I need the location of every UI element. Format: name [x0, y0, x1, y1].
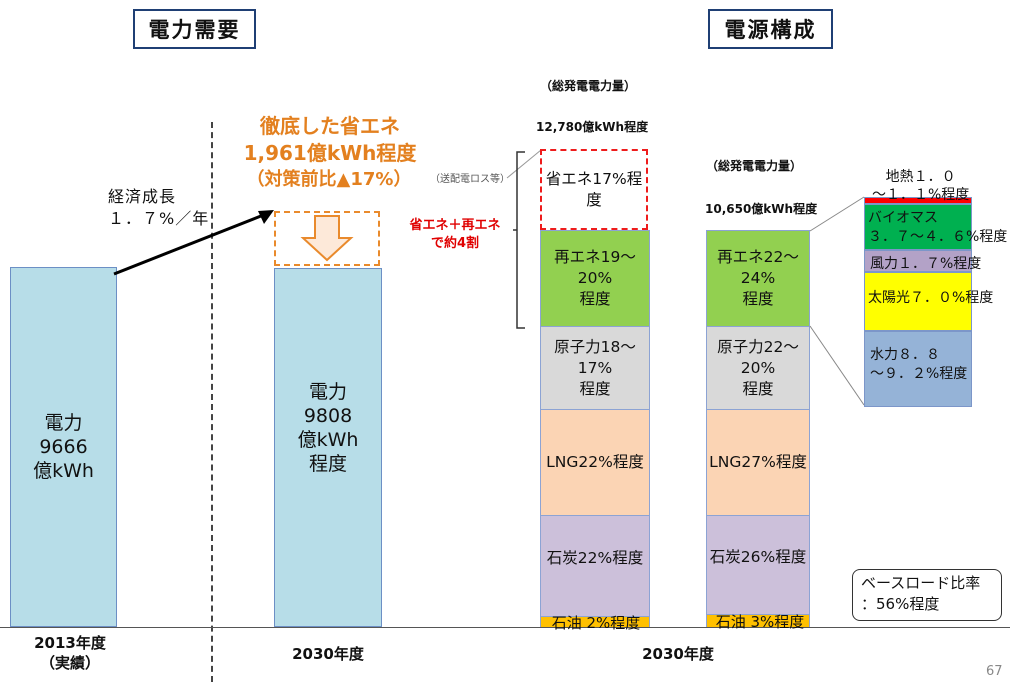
page-number: 67	[986, 664, 1003, 679]
bar2-seg-oil-label: 石油 3%程度	[715, 613, 805, 631]
total-label-2: （総発電電力量）	[706, 159, 803, 173]
bar2-seg-coal: 石炭26%程度	[706, 515, 810, 614]
demand-bar-2030: 電力 9808 億kWh 程度	[274, 268, 382, 627]
demand-title: 電力需要	[133, 9, 256, 49]
saving-ratio: （対策前比▲17%）	[246, 169, 412, 190]
year-2013-label: 2013年度 （実績）	[34, 634, 106, 672]
growth-arrow-line	[113, 212, 267, 276]
detail-geothermal-label: 地熱１．０ ～１．１%程度	[872, 169, 970, 203]
bar1-seg-oil-label: 石油 2%程度	[551, 614, 641, 632]
year-2030-left-label: 2030年度	[292, 645, 364, 663]
total-value-2: 10,650億kWh程度	[705, 202, 818, 216]
total-value-1: 12,780億kWh程度	[536, 120, 649, 134]
demand-bar-2013: 電力 9666 億kWh	[10, 267, 117, 627]
detail-connector	[809, 196, 865, 406]
detail-hydro	[864, 331, 972, 407]
bar1-seg-renewable-label: 再エネ19～20% 程度	[554, 248, 636, 308]
bar1-seg-lng: LNG22%程度	[540, 409, 650, 515]
bar1-seg-renewable: 再エネ19～20% 程度	[540, 230, 650, 326]
bar2-seg-nuclear: 原子力22～20% 程度	[706, 326, 810, 409]
transmission-loss-label: （送配電ロス等）	[430, 174, 510, 185]
bracket	[513, 151, 525, 329]
bar1-seg-coal: 石炭22%程度	[540, 515, 650, 616]
bar1-seg-saving: 省エネ17%程度	[540, 149, 648, 230]
saving-title: 徹底した省エネ	[260, 114, 400, 138]
bar1-seg-nuclear: 原子力18～17% 程度	[540, 326, 650, 409]
baseline	[0, 627, 1010, 628]
year-2030-right-label: 2030年度	[642, 645, 714, 663]
saving-amount: 1,961億kWh程度	[243, 141, 417, 165]
bar1-seg-lng-label: LNG22%程度	[546, 453, 644, 471]
detail-biomass	[864, 204, 972, 250]
saving-box	[274, 211, 380, 266]
growth-arrow	[113, 210, 274, 276]
down-arrow-icon	[300, 215, 354, 262]
baseload-box: ベースロード比率 ：56%程度	[852, 569, 1002, 621]
detail-biomass-label: バイオマス ３．７～４．６%程度	[868, 210, 1008, 245]
bar1-seg-nuclear-label: 原子力18～17% 程度	[554, 337, 636, 398]
total-label-1: （総発電電力量）	[540, 79, 637, 93]
detail-wind	[864, 250, 972, 272]
bar2-seg-oil	[706, 614, 810, 627]
growth-label: 経済成長 １．７%／年	[108, 187, 210, 228]
detail-solar-label: 太陽光７．０%程度	[868, 290, 994, 306]
bar1-seg-saving-label: 省エネ17%程度	[545, 169, 643, 209]
bar2-seg-lng-label: LNG27%程度	[709, 453, 807, 471]
detail-solar	[864, 272, 972, 331]
growth-arrow-head	[258, 210, 274, 224]
loss-connector	[506, 149, 542, 179]
section-divider	[211, 122, 213, 682]
bar1-seg-coal-label: 石炭22%程度	[546, 548, 644, 567]
detail-wind-label: 風力１．７%程度	[870, 256, 982, 272]
bar2-seg-renewable-label: 再エネ22～24% 程度	[717, 248, 799, 308]
generation-title: 電源構成	[708, 9, 833, 49]
demand-bar-2013-label: 電力 9666 億kWh	[33, 412, 94, 482]
bar2-seg-coal-label: 石炭26%程度	[709, 547, 807, 566]
bar1-seg-oil	[540, 616, 650, 627]
detail-geothermal	[864, 197, 972, 204]
red-note: 省エネ＋再エネ で約4割	[409, 218, 501, 251]
demand-bar-2030-label: 電力 9808 億kWh 程度	[297, 380, 359, 475]
bar2-seg-renewable: 再エネ22～24% 程度	[706, 230, 810, 326]
bar2-seg-lng: LNG27%程度	[706, 409, 810, 515]
detail-hydro-label: 水力８．８ ～９．２%程度	[870, 347, 968, 382]
bar2-seg-nuclear-label: 原子力22～20% 程度	[717, 337, 799, 398]
